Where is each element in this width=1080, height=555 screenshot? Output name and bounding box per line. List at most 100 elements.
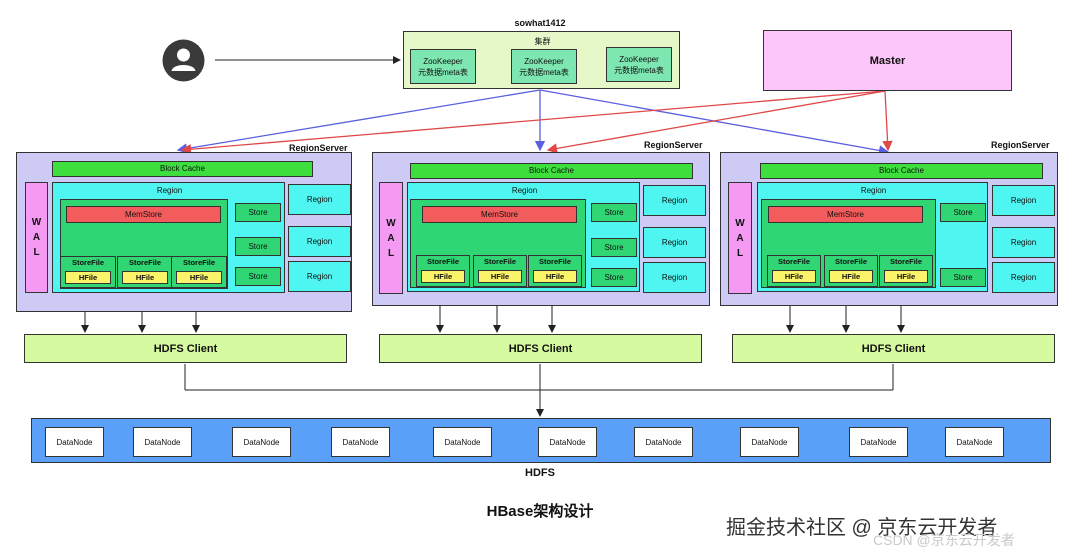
hfile: HFile xyxy=(533,270,577,283)
hfile: HFile xyxy=(829,270,873,283)
store-inner: MemStore StoreFile HFile StoreFile HFile… xyxy=(60,199,228,289)
store-file-label: StoreFile xyxy=(834,257,868,266)
hfile: HFile xyxy=(884,270,928,283)
hdfs-client: HDFS Client xyxy=(732,334,1055,363)
store-file-label: StoreFile xyxy=(71,258,105,267)
region-main: Region MemStore StoreFile HFile StoreFil… xyxy=(52,182,285,293)
cluster-label: 集群 xyxy=(534,37,551,46)
store-file: StoreFile HFile xyxy=(473,255,527,287)
memstore: MemStore xyxy=(768,206,923,223)
zookeeper-label: ZooKeeper xyxy=(524,57,564,66)
region: Region xyxy=(288,184,351,215)
store-file-label: StoreFile xyxy=(182,258,216,267)
data-node: DataNode xyxy=(133,427,192,457)
zookeeper-meta-label: 元数据meta表 xyxy=(418,68,468,77)
hfile: HFile xyxy=(421,270,465,283)
zookeeper-label: ZooKeeper xyxy=(619,55,659,64)
data-node: DataNode xyxy=(849,427,908,457)
hdfs-label: HDFS xyxy=(525,467,555,479)
region-server-label: RegionServer xyxy=(644,140,703,150)
zookeeper-meta-label: 元数据meta表 xyxy=(519,68,569,77)
wal-log: W A L xyxy=(379,182,403,294)
data-node: DataNode xyxy=(232,427,291,457)
zookeeper-node: ZooKeeper 元数据meta表 xyxy=(606,47,672,82)
store: Store xyxy=(940,203,986,222)
region-server: Block Cache W A L Region MemStore StoreF… xyxy=(720,152,1058,306)
store-file-label: StoreFile xyxy=(777,257,811,266)
user-avatar-icon xyxy=(162,39,205,82)
hdfs-storage: DataNode DataNode DataNode DataNode Data… xyxy=(31,418,1051,463)
store-file: StoreFile HFile xyxy=(117,256,173,288)
watermark-sub: CSDN @京东云开发者 xyxy=(873,532,1015,548)
wal-letter: W xyxy=(735,217,745,229)
hfile: HFile xyxy=(772,270,816,283)
wal-letter: L xyxy=(33,247,40,258)
memstore: MemStore xyxy=(422,206,577,223)
master-to-rs3-arrow xyxy=(882,90,893,152)
store: Store xyxy=(591,268,637,287)
hfile: HFile xyxy=(65,271,111,284)
store-inner: MemStore StoreFile HFile StoreFile HFile… xyxy=(410,199,586,288)
zookeeper-node: ZooKeeper 元数据meta表 xyxy=(511,49,577,84)
zookeeper-meta-label: 元数据meta表 xyxy=(614,66,664,75)
data-node: DataNode xyxy=(331,427,390,457)
store-file: StoreFile HFile xyxy=(879,255,933,287)
store-file-label: StoreFile xyxy=(128,258,162,267)
zookeeper-label: ZooKeeper xyxy=(423,57,463,66)
store: Store xyxy=(591,203,637,222)
block-cache: Block Cache xyxy=(410,163,693,179)
region: Region xyxy=(643,227,706,258)
wal-letter: A xyxy=(32,232,41,243)
diagram-caption: HBase架构设计 xyxy=(486,503,594,520)
region-title: Region xyxy=(511,186,538,195)
region: Region xyxy=(643,262,706,293)
data-node: DataNode xyxy=(45,427,104,457)
data-node: DataNode xyxy=(740,427,799,457)
wal-letter: A xyxy=(387,232,395,244)
data-node: DataNode xyxy=(433,427,492,457)
region-main: Region MemStore StoreFile HFile StoreFil… xyxy=(407,182,640,292)
zk-to-rs1-arrow xyxy=(176,89,541,154)
data-node: DataNode xyxy=(634,427,693,457)
store-file: StoreFile HFile xyxy=(767,255,821,287)
zookeeper-cluster: 集群 ZooKeeper 元数据meta表 ZooKeeper 元数据meta表… xyxy=(403,31,680,89)
memstore: MemStore xyxy=(66,206,221,223)
store: Store xyxy=(235,237,281,256)
data-node: DataNode xyxy=(538,427,597,457)
region: Region xyxy=(992,227,1055,258)
hfile: HFile xyxy=(478,270,522,283)
hfile: HFile xyxy=(176,271,222,284)
region-server-label: RegionServer xyxy=(289,143,348,153)
wal-letter: L xyxy=(736,247,744,259)
wal-letter: A xyxy=(736,232,744,244)
block-cache: Block Cache xyxy=(52,161,313,177)
region: Region xyxy=(643,185,706,216)
region-main: Region MemStore StoreFile HFile StoreFil… xyxy=(757,182,988,292)
cluster-header: sowhat1412 xyxy=(514,18,566,28)
region-title: Region xyxy=(156,186,183,195)
data-node: DataNode xyxy=(945,427,1004,457)
wal-letter: W xyxy=(31,217,42,228)
store-file: StoreFile HFile xyxy=(416,255,470,287)
master-node: Master xyxy=(763,30,1012,91)
block-cache: Block Cache xyxy=(760,163,1043,179)
store: Store xyxy=(940,268,986,287)
hdfs-client-to-hdfs-connector xyxy=(184,364,894,417)
master-to-rs1-arrow xyxy=(180,90,886,155)
wal-letter: L xyxy=(387,247,395,259)
master-to-rs2-arrow xyxy=(546,90,886,154)
region: Region xyxy=(288,261,351,292)
region: Region xyxy=(992,262,1055,293)
store-file-label: StoreFile xyxy=(426,257,460,266)
store-file: StoreFile HFile xyxy=(60,256,116,288)
store-file-label: StoreFile xyxy=(889,257,923,266)
region-title: Region xyxy=(860,186,887,195)
store: Store xyxy=(591,238,637,257)
hdfs-client: HDFS Client xyxy=(24,334,347,363)
store-file: StoreFile HFile xyxy=(528,255,582,287)
store-inner: MemStore StoreFile HFile StoreFile HFile… xyxy=(761,199,936,288)
store: Store xyxy=(235,267,281,286)
wal-letter: W xyxy=(386,217,396,229)
hfile: HFile xyxy=(122,271,168,284)
store-file: StoreFile HFile xyxy=(824,255,878,287)
